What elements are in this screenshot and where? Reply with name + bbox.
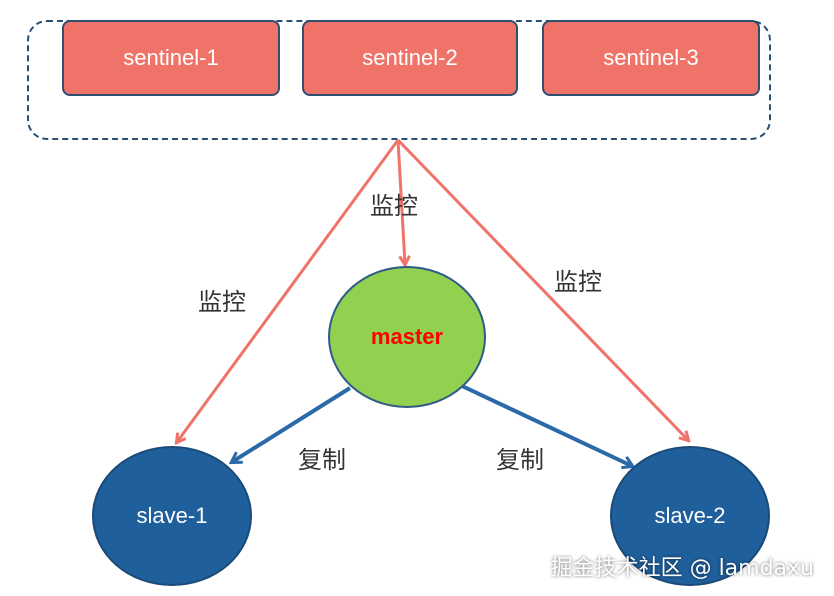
monitor-arrow-slave-1: [177, 139, 400, 442]
master-node: master: [328, 266, 486, 408]
master-label: master: [370, 324, 444, 349]
monitor-label-slave-1: 监控: [198, 288, 246, 316]
monitor-label-slave-2: 监控: [554, 268, 602, 296]
monitor-label-master: 监控: [370, 192, 418, 220]
sentinel-1-node: sentinel-1: [62, 20, 280, 96]
monitor-arrow-slave-2: [396, 138, 688, 440]
slave-1-label: slave-1: [136, 503, 208, 528]
replicate-arrow-slave-1: [232, 386, 352, 462]
sentinel-3-label: sentinel-3: [603, 45, 699, 70]
sentinel-1-label: sentinel-1: [123, 45, 219, 70]
replicate-label-slave-1: 复制: [298, 446, 346, 474]
slave-2-label: slave-2: [654, 503, 726, 528]
sentinel-2-label: sentinel-2: [362, 45, 458, 70]
sentinel-2-node: sentinel-2: [302, 20, 518, 96]
slave-2-node: slave-2: [610, 446, 770, 586]
replicate-label-slave-2: 复制: [496, 446, 544, 474]
watermark: 掘金技术社区 @ lamdaxu: [550, 556, 814, 581]
sentinel-3-node: sentinel-3: [542, 20, 760, 96]
replicate-arrow-slave-2: [461, 384, 632, 466]
monitor-arrow-master: [396, 139, 405, 264]
slave-1-node: slave-1: [92, 446, 252, 586]
